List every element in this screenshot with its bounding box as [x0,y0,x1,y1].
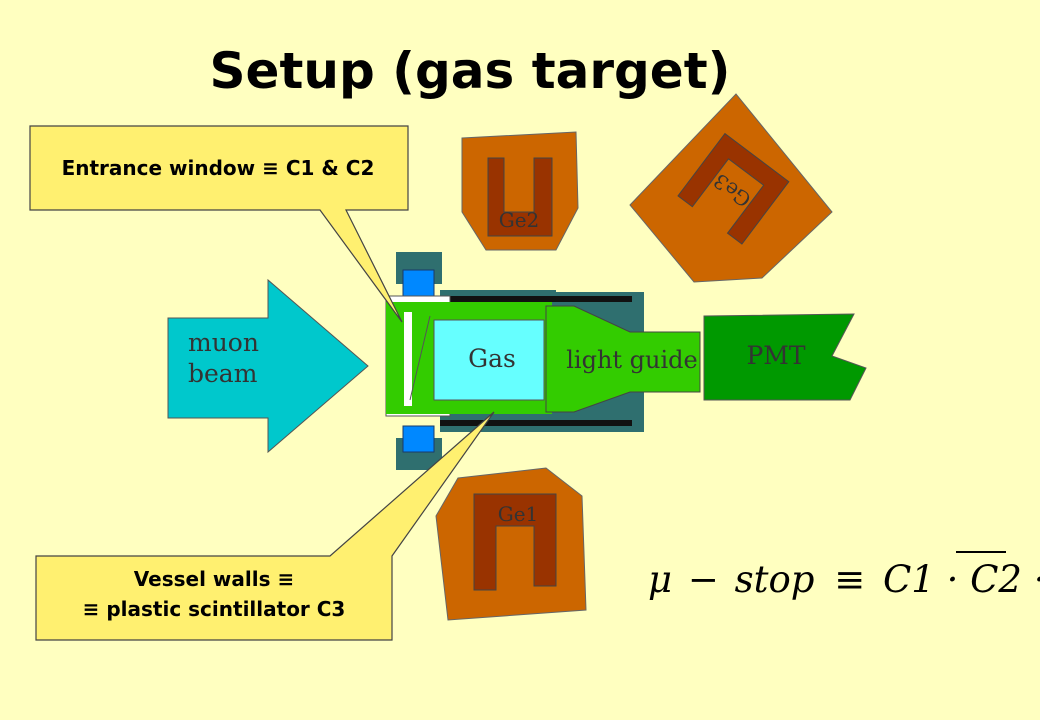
formula-equiv: ≡ [834,558,865,601]
light-guide-label: light guide [566,346,698,374]
formula-c2: C2 [970,558,1022,601]
formula-dot1: · [947,558,959,601]
formula-stop: stop [735,558,815,601]
pmt-label: PMT [746,341,805,370]
formula-dot2: · [1034,558,1040,601]
ge2-label: Ge2 [499,208,540,232]
formula-mu: μ [648,558,672,601]
formula-c1: C1 [883,558,935,601]
ge3-detector: Ge3 [629,93,833,283]
ge1-detector: Ge1 [435,467,587,621]
vessel-walls-line2: ≡ plastic scintillator C3 [83,597,346,621]
vessel-walls-callout: Vessel walls ≡ ≡ plastic scintillator C3 [35,411,495,641]
target-assembly: Gas light guide PMT [385,252,867,470]
mu-stop-formula: μ − stop ≡ C1 · C2 · C3 [648,551,1040,601]
svg-text:μ − stop ≡: μ − stop ≡ C1 · C2 · C3 [648,558,1040,601]
formula-minus: − [688,558,719,601]
gas-label: Gas [468,344,516,373]
entrance-window-callout: Entrance window ≡ C1 & C2 [29,125,409,323]
beam-label-line2: beam [188,359,258,388]
entrance-window-text: Entrance window ≡ C1 & C2 [62,156,375,180]
muon-beam-arrow: muon beam [167,278,369,454]
beam-label-line1: muon [188,328,259,357]
ge2-detector: Ge2 [461,131,579,251]
slide-title: Setup (gas target) [210,42,731,100]
ge1-label: Ge1 [498,502,539,526]
vessel-walls-line1: Vessel walls ≡ [134,567,294,591]
